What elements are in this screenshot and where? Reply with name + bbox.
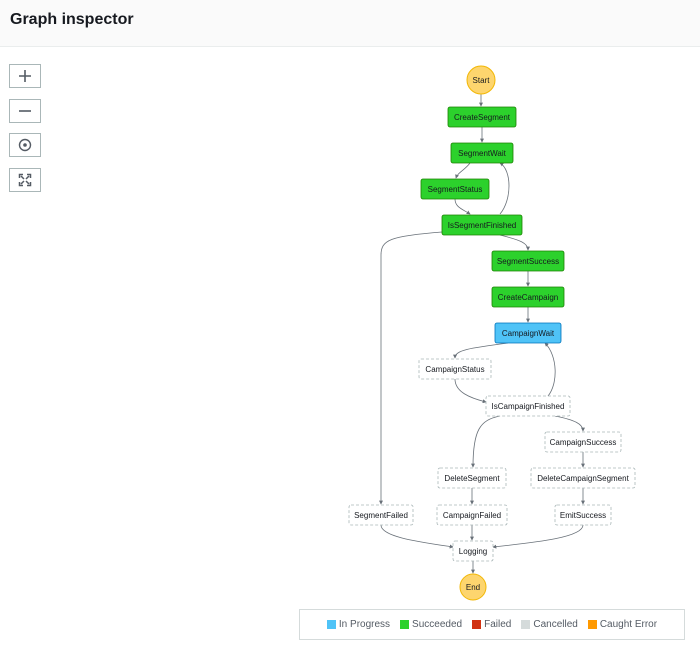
zoom-in-button[interactable] [9,64,41,88]
plus-icon [19,70,31,82]
node-segment-success[interactable]: SegmentSuccess [491,250,565,272]
legend-label: Succeeded [412,619,463,630]
edge-iscampaignfinished-to-deletesegment [471,415,501,468]
node-campaign-wait[interactable]: CampaignWait [494,322,562,344]
node-segment-status[interactable]: SegmentStatus [420,178,490,200]
edge-segmentfailed-to-logging [380,524,454,549]
node-shape [491,286,565,308]
node-is-segment-finished[interactable]: IsSegmentFinished [441,214,523,236]
node-shape [447,106,517,128]
edge-segmentstatus-to-issegmentfinished [454,198,471,215]
node-label: Logging [459,547,487,556]
legend-swatch [400,620,410,629]
status-legend: In Progress Succeeded Failed Cancelled C… [299,609,685,640]
node-label: CreateSegment [454,113,511,122]
edge-iscampaignfinished-to-campaignwait [544,342,556,397]
node-label: IsSegmentFinished [448,221,516,230]
node-label: SegmentSuccess [497,257,559,266]
legend-swatch [587,620,597,629]
legend-item-caught-error: Caught Error [587,619,658,630]
node-shape [530,467,636,489]
legend-swatch [326,620,336,629]
node-shape [348,504,414,526]
legend-item-failed: Failed [472,619,511,630]
page-title: Graph inspector [10,11,134,28]
node-label: CampaignFailed [443,511,501,520]
node-shape [441,214,523,236]
node-logging[interactable]: Logging [452,540,494,562]
node-shape [418,358,492,380]
edge-issegmentfinished-to-segmentwait [499,162,510,215]
node-label: CampaignStatus [425,365,484,374]
node-shape [450,142,514,164]
legend-item-in-progress: In Progress [326,619,391,630]
header-bar: Graph inspector [0,0,700,47]
edge-issegmentfinished-to-segmentfailed [379,231,443,505]
node-campaign-success[interactable]: CampaignSuccess [544,431,622,453]
legend-label: Cancelled [533,619,578,630]
node-label: Start [473,76,491,85]
node-shape [491,250,565,272]
legend-label: Caught Error [599,619,658,630]
node-shape [459,573,487,601]
node-label: CreateCampaign [498,293,558,302]
node-segment-failed[interactable]: SegmentFailed [348,504,414,526]
node-shape [420,178,490,200]
minus-icon [19,110,31,112]
expand-icon [18,173,32,187]
node-campaign-failed[interactable]: CampaignFailed [436,504,508,526]
node-label: CampaignSuccess [550,438,617,447]
node-label: EmitSuccess [560,511,606,520]
node-start[interactable]: Start [466,65,496,95]
node-create-segment[interactable]: CreateSegment [447,106,517,128]
fit-button[interactable] [9,168,41,192]
node-shape [485,395,571,417]
node-label: SegmentStatus [428,185,483,194]
center-button[interactable] [9,133,41,157]
edge-iscampaignfinished-to-campaignsuccess [554,415,585,432]
node-emit-success[interactable]: EmitSuccess [554,504,612,526]
node-shape [544,431,622,453]
node-label: IsCampaignFinished [492,402,565,411]
node-label: SegmentWait [458,149,507,158]
node-shape [437,467,507,489]
edge-issegmentfinished-to-segmentsuccess [499,234,530,251]
edge-campaignstatus-to-iscampaignfinished [454,378,487,404]
zoom-out-button[interactable] [9,99,41,123]
node-end[interactable]: End [459,573,487,601]
target-icon [18,138,32,152]
legend-swatch [472,620,482,629]
node-shape [494,322,562,344]
legend-swatch [521,620,531,629]
legend-item-cancelled: Cancelled [521,619,578,630]
node-label: CampaignWait [502,329,555,338]
legend-item-succeeded: Succeeded [400,619,462,630]
node-shape [554,504,612,526]
node-delete-campaign-segment[interactable]: DeleteCampaignSegment [530,467,636,489]
node-delete-segment[interactable]: DeleteSegment [437,467,507,489]
legend-label: Failed [484,619,512,630]
node-label: End [466,583,480,592]
node-shape [452,540,494,562]
legend-label: In Progress [338,619,391,630]
node-shape [466,65,496,95]
node-label: DeleteSegment [444,474,500,483]
edge-emitsuccess-to-logging [492,524,584,549]
edge-campaignwait-to-campaignstatus [453,342,509,359]
node-label: SegmentFailed [354,511,408,520]
node-create-campaign[interactable]: CreateCampaign [491,286,565,308]
node-campaign-status[interactable]: CampaignStatus [418,358,492,380]
node-label: DeleteCampaignSegment [537,474,629,483]
node-shape [436,504,508,526]
node-is-campaign-finished[interactable]: IsCampaignFinished [485,395,571,417]
node-segment-wait[interactable]: SegmentWait [450,142,514,164]
edge-segmentwait-to-segmentstatus [455,162,471,179]
